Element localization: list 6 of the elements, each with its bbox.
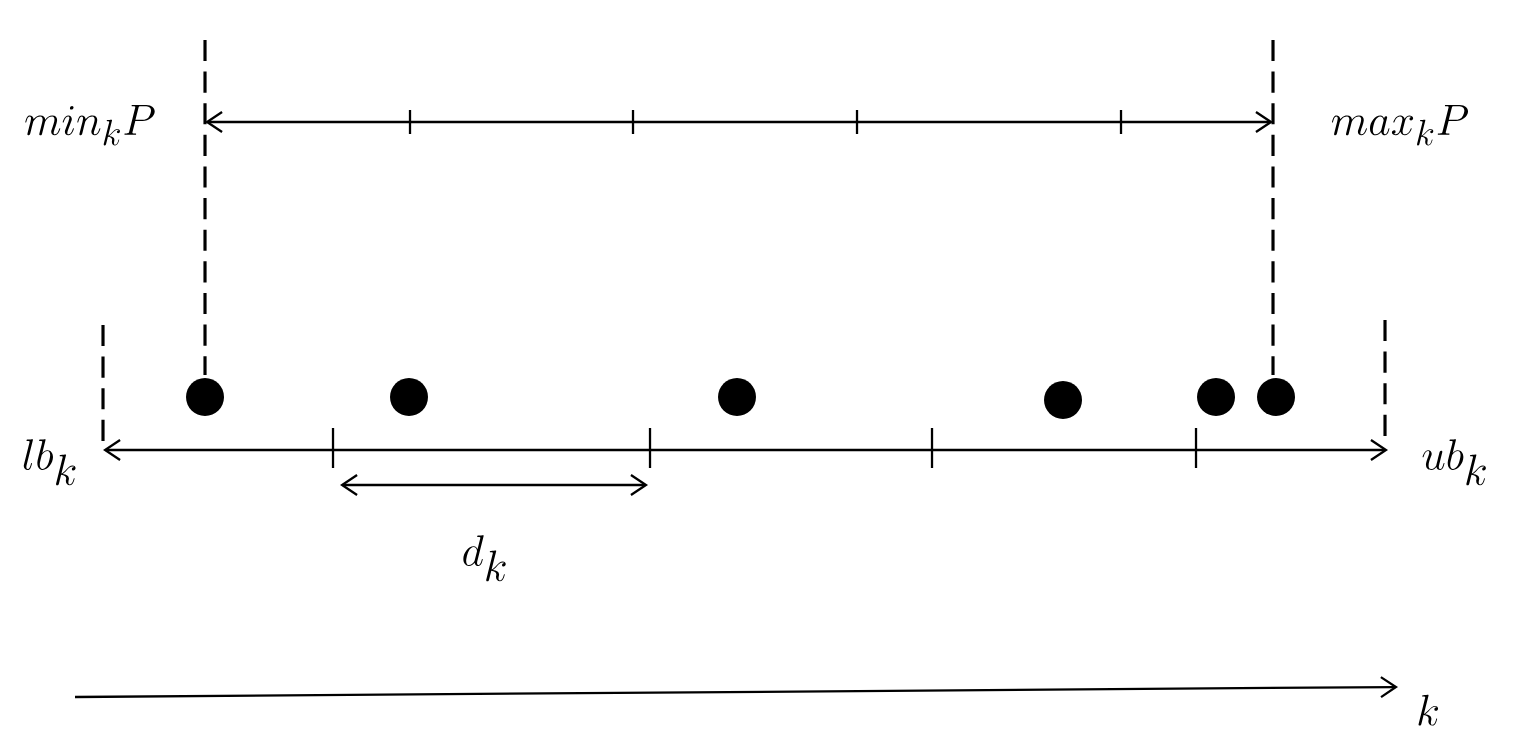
axis-label: $min_k P$ — [25, 104, 155, 146]
axis-label: $d_k$ — [463, 535, 506, 582]
axis-label: $max_k P$ — [1332, 104, 1469, 146]
axis-label: $lb_k$ — [23, 439, 76, 486]
axis-label: $k$ — [1418, 694, 1439, 726]
axis-label: $ub_k$ — [1422, 439, 1486, 486]
